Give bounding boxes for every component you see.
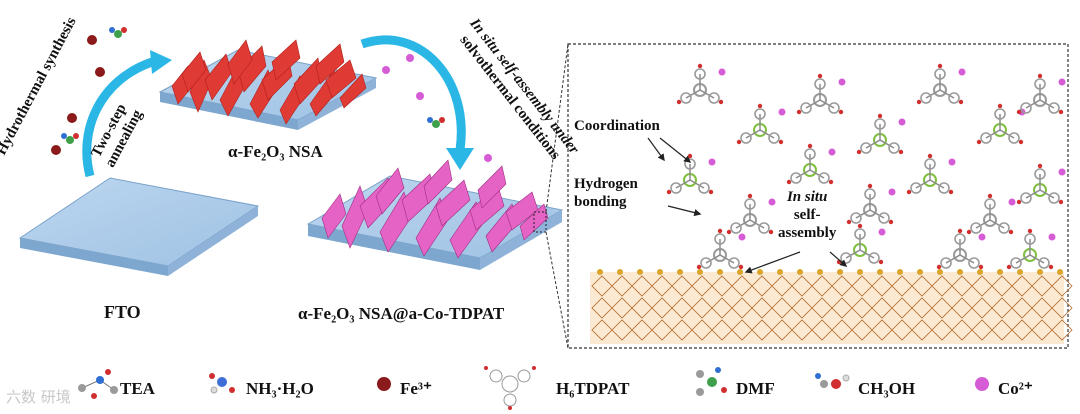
- legend-tdpat: H₆TDPAT: [556, 379, 630, 398]
- in-situ-self-assembly-label: In situ self- assembly: [778, 189, 837, 241]
- tdpat-unit: [966, 193, 1014, 235]
- co-ion: [708, 158, 716, 166]
- legend-ch3oh: CH₃OH: [858, 379, 916, 398]
- mof-network: [666, 63, 1066, 270]
- lattice-atom: [737, 269, 743, 275]
- lattice-atom: [897, 269, 903, 275]
- zoom-panel: [545, 43, 1073, 349]
- lattice-atom: [777, 269, 783, 275]
- tdpat-unit: [786, 143, 834, 185]
- tdpat-unit: [836, 223, 884, 265]
- lattice-atom: [857, 269, 863, 275]
- legend-tea: TEA: [120, 379, 155, 398]
- fe2o3-nsa-plate: [158, 39, 378, 130]
- final-label: α-Fe₂O₃ NSA@a-Co-TDPAT: [298, 304, 505, 323]
- lattice-atom: [717, 269, 723, 275]
- tdpat-unit: [736, 103, 784, 145]
- tdpat-unit: [676, 63, 724, 105]
- co-ion: [828, 148, 836, 156]
- legend-dmf: DMF: [736, 379, 775, 398]
- tdpat-unit: [906, 153, 954, 195]
- ch3oh-icon: [815, 373, 850, 389]
- tdpat-icon: [484, 366, 536, 410]
- process-arrows: [82, 35, 466, 178]
- co-ion: [888, 188, 896, 196]
- lattice-atom: [917, 269, 923, 275]
- tdpat-unit: [726, 193, 774, 235]
- co-ion: [1048, 233, 1056, 241]
- legend-co: Co²⁺: [998, 379, 1033, 398]
- tdpat-unit: [856, 113, 904, 155]
- lattice-atom: [937, 269, 943, 275]
- coordination-label: Coordination: [574, 118, 660, 134]
- lattice-atom: [757, 269, 763, 275]
- lattice-atom: [677, 269, 683, 275]
- lattice-atom: [597, 269, 603, 275]
- fe2o3-lattice: [590, 269, 1073, 344]
- tdpat-unit: [1016, 73, 1064, 115]
- lattice-atom: [637, 269, 643, 275]
- nh3-icon: [209, 373, 235, 394]
- lattice-atom: [837, 269, 843, 275]
- lattice-atom: [657, 269, 663, 275]
- tdpat-unit: [846, 183, 894, 225]
- tdpat-unit: [916, 63, 964, 105]
- tdpat-unit: [936, 228, 984, 270]
- co-ion: [1008, 198, 1016, 206]
- tdpat-unit: [666, 153, 714, 195]
- legend-nh3: NH₃·H₂O: [246, 379, 314, 398]
- legend-fe: Fe³⁺: [400, 379, 432, 398]
- lattice-atom: [817, 269, 823, 275]
- lattice-atom: [957, 269, 963, 275]
- lattice-atom: [1037, 269, 1043, 275]
- reagent-molecules: [51, 27, 492, 162]
- co-ion: [978, 233, 986, 241]
- tdpat-unit: [1016, 163, 1064, 205]
- co-ion: [778, 108, 786, 116]
- lattice-atom: [1017, 269, 1023, 275]
- watermark: 六数 研境: [6, 388, 71, 406]
- fto-substrate: [18, 177, 260, 276]
- co-ion: [768, 198, 776, 206]
- tea-icon: [78, 369, 118, 399]
- co-ion: [878, 228, 886, 236]
- lattice-atom: [1057, 269, 1063, 275]
- co-ion: [898, 118, 906, 126]
- dmf-icon: [696, 367, 727, 396]
- lattice-atom: [977, 269, 983, 275]
- annotation-arrows: [647, 137, 848, 274]
- lattice-atom: [877, 269, 883, 275]
- co-ion-icon: [975, 377, 989, 391]
- co-ion: [738, 233, 746, 241]
- fto-label: FTO: [104, 302, 141, 322]
- legend: TEA NH₃·H₂O Fe³⁺ H₆TDPAT DMF CH₃OH Co²⁺: [0, 362, 1080, 414]
- co-ion: [1058, 78, 1066, 86]
- co-ion: [718, 68, 726, 76]
- co-ion: [958, 68, 966, 76]
- fe2o3-nsa-label: α-Fe₂O₃ NSA: [228, 142, 323, 161]
- co-ion: [1058, 168, 1066, 176]
- tdpat-unit: [796, 73, 844, 115]
- tdpat-unit: [976, 103, 1024, 145]
- co-ion: [948, 158, 956, 166]
- lattice-atom: [617, 269, 623, 275]
- lattice-atom: [997, 269, 1003, 275]
- fe-ion-icon: [377, 377, 391, 391]
- co-ion: [838, 78, 846, 86]
- mof-coated-plate: [306, 159, 564, 270]
- lattice-atom: [697, 269, 703, 275]
- tdpat-unit: [1006, 228, 1054, 270]
- legend-icons: [78, 366, 989, 410]
- lattice-atom: [797, 269, 803, 275]
- tdpat-unit: [696, 228, 744, 270]
